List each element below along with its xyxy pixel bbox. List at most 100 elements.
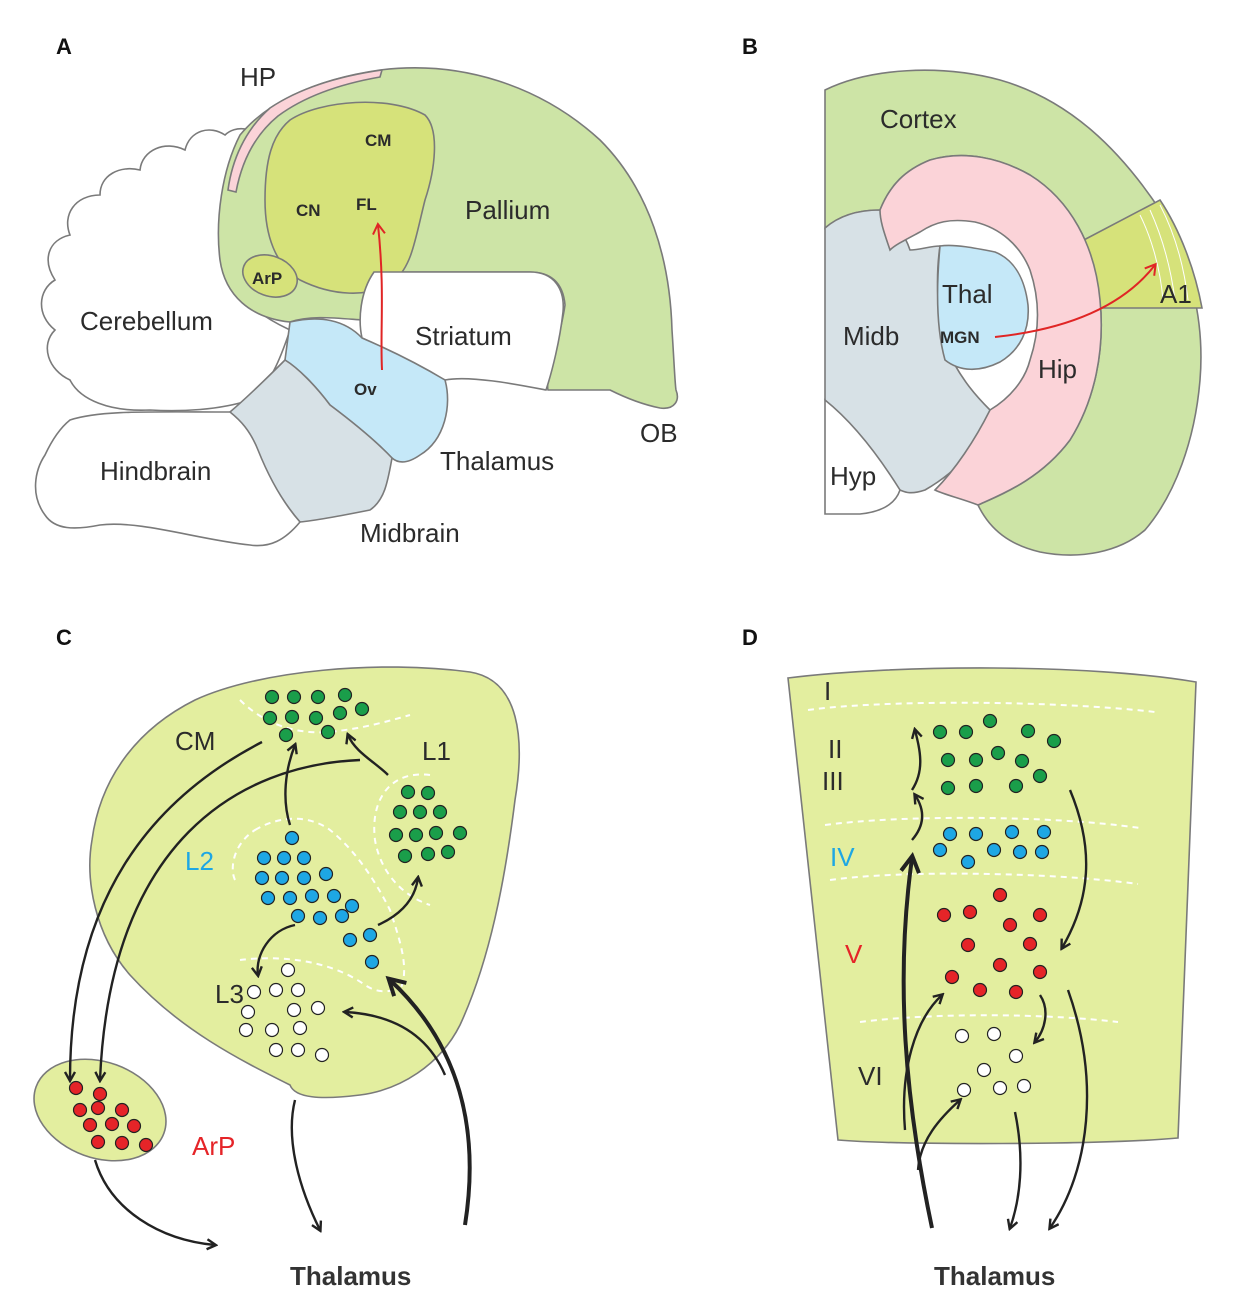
cell-blue (1034, 844, 1050, 860)
cell-blue (276, 850, 292, 866)
cell-red (1008, 984, 1024, 1000)
cell-blue (254, 870, 270, 886)
label-striatum: Striatum (415, 321, 512, 351)
label-cm-c: CM (175, 726, 215, 756)
cell-green (1014, 753, 1030, 769)
cell-blue (296, 850, 312, 866)
cell-blue (344, 898, 360, 914)
label-l1: L1 (422, 736, 451, 766)
label-cerebellum: Cerebellum (80, 306, 213, 336)
cell-red (992, 887, 1008, 903)
arrow-l1-to-cm (348, 735, 389, 776)
cell-blue (304, 888, 320, 904)
label-cn-a: CN (296, 201, 321, 220)
hyp-region (824, 398, 901, 515)
cell-white (1008, 1048, 1024, 1064)
label-hip: Hip (1038, 354, 1077, 384)
cell-white (992, 1080, 1008, 1096)
cell-blue (312, 910, 328, 926)
cell-white (292, 1020, 308, 1036)
cell-green (354, 701, 370, 717)
cell-blue (932, 842, 948, 858)
cell-green (262, 710, 278, 726)
cell-red (114, 1102, 130, 1118)
cell-blue (960, 854, 976, 870)
cell-blue (362, 927, 378, 943)
cell-white (956, 1082, 972, 1098)
arrow-thalamus-to-vi (916, 1100, 960, 1171)
cell-white (976, 1062, 992, 1078)
label-pallium: Pallium (465, 195, 550, 225)
cell-blue (274, 870, 290, 886)
cell-blue (968, 826, 984, 842)
cell-green (332, 705, 348, 721)
arrow-vi-to-thalamus (1010, 1111, 1022, 1228)
label-thalamus-a: Thalamus (440, 446, 554, 476)
cell-blue (260, 890, 276, 906)
thalamus-region-b (936, 244, 1030, 371)
label-midbrain-a: Midbrain (360, 518, 460, 548)
label-hindbrain: Hindbrain (100, 456, 211, 486)
cell-red (936, 907, 952, 923)
cell-green (392, 804, 408, 820)
cell-green (990, 745, 1006, 761)
cell-blue (334, 908, 350, 924)
cell-green (320, 724, 336, 740)
arrow-cm-to-arp-2 (100, 758, 361, 1080)
label-l2: L2 (185, 846, 214, 876)
arrow-v-to-vi (1035, 994, 1047, 1042)
arp-cells (68, 1080, 154, 1153)
cell-green (308, 710, 324, 726)
cell-green (337, 687, 353, 703)
cell-green (388, 827, 404, 843)
cell-white (290, 1042, 306, 1058)
hindbrain-region (34, 411, 302, 547)
cell-blue (284, 830, 300, 846)
cell-red (90, 1100, 106, 1116)
cell-blue (326, 888, 342, 904)
label-layer-i: I (824, 676, 831, 706)
arrow-thalamus-to-l3 (345, 1012, 447, 1076)
label-cm-a: CM (365, 131, 391, 150)
hip-region (879, 154, 1103, 506)
cell-blue (1004, 824, 1020, 840)
cell-red (68, 1080, 84, 1096)
cell-red (1002, 917, 1018, 933)
cell-green (940, 752, 956, 768)
cell-green (310, 689, 326, 705)
cell-green (1020, 723, 1036, 739)
cell-white (314, 1047, 330, 1063)
cell-blue (342, 932, 358, 948)
cell-red (114, 1135, 130, 1151)
cell-green (408, 827, 424, 843)
arrow-l2-to-l1 (377, 878, 418, 927)
arrow-cm-to-arp-1 (70, 740, 263, 1080)
label-ov: Ov (354, 380, 377, 399)
cell-red (126, 1118, 142, 1134)
label-midb: Midb (843, 321, 899, 351)
cell-green (932, 724, 948, 740)
cell-blue (296, 870, 312, 886)
cell-green (1046, 733, 1062, 749)
cell-green (968, 778, 984, 794)
hp-region (227, 69, 384, 193)
arrow-ii-iii-to-v (1062, 789, 1088, 948)
l2-cells (254, 830, 380, 970)
cell-red (992, 957, 1008, 973)
cell-blue (942, 826, 958, 842)
cell-green (286, 689, 302, 705)
arrow-v-to-thalamus (1050, 989, 1089, 1228)
label-a1: A1 (1160, 279, 1192, 309)
arrows-d (904, 730, 1089, 1229)
cell-red (1032, 907, 1048, 923)
label-mgn: MGN (940, 328, 980, 347)
cell-red (138, 1137, 154, 1153)
arrow-arp-to-thalamus (93, 1159, 215, 1245)
cell-white (264, 1022, 280, 1038)
arrow-thalamus-to-iv (904, 858, 934, 1229)
layer-boundaries (807, 701, 1156, 1023)
cm-dashed-border (239, 699, 411, 734)
panel-a-letter: A (56, 34, 72, 59)
cell-red (104, 1116, 120, 1132)
cell-green (412, 804, 428, 820)
